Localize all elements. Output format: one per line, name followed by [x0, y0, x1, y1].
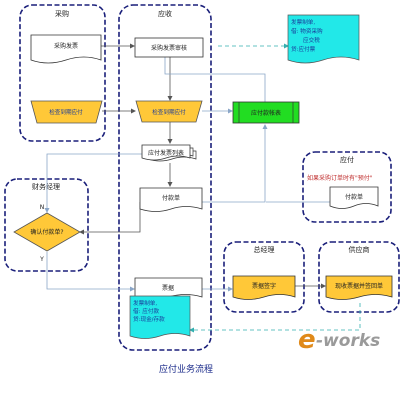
- node-receipt-label: 票据: [162, 284, 174, 292]
- arrowhead: [167, 96, 173, 101]
- arrow-list-to-confirm: [46, 153, 145, 212]
- note-top-right-line-3: 应交税: [303, 36, 320, 44]
- node-payable-slip-label: 付款单: [345, 193, 363, 201]
- payable-notice-line-1: 如果采购订单时有"预付": [307, 174, 373, 182]
- arrow-slip-to-confirm: [80, 202, 141, 233]
- note-top-right-line-2: 借: 物资采购: [291, 27, 323, 35]
- node-payable-slip[interactable]: 付款单: [329, 186, 379, 209]
- node-signature[interactable]: 票据签字: [232, 275, 296, 300]
- arrowhead: [44, 208, 50, 213]
- connectors: [44, 43, 361, 333]
- node-supplier-cash-label: 现收票据并签回单: [335, 282, 383, 290]
- node-check-due-label: 检查到期应付: [49, 108, 83, 116]
- arrowhead: [130, 286, 135, 292]
- note-bottom-left-line-1: 发票制单,: [133, 299, 157, 307]
- arrowhead: [189, 327, 194, 333]
- note-top-right: 发票制单, 借: 物资采购 应交税 贷:应付票: [287, 14, 360, 64]
- note-bottom-left-line-2: 借: 应付款: [133, 307, 159, 315]
- node-payable-aging[interactable]: 应付款帐表: [232, 101, 300, 124]
- node-signature-label: 票据签字: [252, 282, 276, 290]
- arrow-confirm-to-receipt: [46, 252, 134, 290]
- arrow-slip-to-aging: [202, 125, 266, 203]
- node-payment-slip-label: 付款单: [162, 194, 180, 202]
- dashed-supplier-to-note: [190, 303, 361, 331]
- lane-title-payable: 应付: [340, 155, 354, 164]
- arrowhead: [321, 283, 326, 289]
- arrowhead: [131, 108, 136, 114]
- lane-title-supplier: 供应商: [349, 245, 370, 254]
- arrowhead: [262, 124, 268, 129]
- lane-title-receivable: 应收: [158, 9, 172, 18]
- node-payable-invoice-list-label: 应付发票列表: [148, 149, 184, 157]
- node-check-due-payable[interactable]: 检查到期应付: [135, 100, 203, 123]
- note-bottom-left: 发票制单, 借: 应付款 贷:现金/存款: [129, 295, 191, 339]
- eworks-logo: e -works: [298, 325, 380, 355]
- lane-title-purchase: 采购: [55, 9, 69, 18]
- arrowhead: [284, 43, 289, 49]
- arrowhead: [167, 182, 173, 187]
- node-check-due[interactable]: 检查到期应付: [30, 100, 103, 124]
- note-top-right-line-4: 贷:应付票: [291, 45, 316, 53]
- arrowhead: [130, 43, 135, 49]
- arrowhead: [228, 286, 233, 292]
- node-check-due-payable-label: 检查到期应付: [152, 108, 186, 116]
- node-purchase-invoice-label: 采购发票: [54, 42, 78, 50]
- eworks-logo-e: e: [298, 325, 316, 355]
- note-top-right-line-1: 发票制单,: [291, 18, 315, 26]
- note-bottom-left-line-3: 贷:现金/存款: [133, 315, 165, 323]
- payable-notice: 如果采购订单时有"预付": [307, 174, 373, 182]
- arrowhead: [228, 108, 233, 114]
- eworks-logo-text: -works: [316, 331, 380, 351]
- node-purchase-invoice[interactable]: 采购发票: [30, 34, 102, 64]
- lane-title-general-manager: 总经理: [254, 245, 275, 254]
- node-purchase-invoice-review-label: 采购发票审核: [151, 44, 187, 52]
- node-payable-invoice-list[interactable]: 应付发票列表: [141, 144, 197, 162]
- label-yes: Y: [39, 256, 44, 263]
- node-payment-slip[interactable]: 付款单: [139, 187, 203, 212]
- arrowhead: [167, 139, 173, 144]
- label-no: N: [40, 204, 45, 211]
- arrowhead: [79, 229, 84, 235]
- lane-title-finance-manager: 财务经理: [32, 182, 60, 191]
- node-confirm-payment-label: 确认付款单?: [30, 228, 63, 236]
- arrow-review-to-aging: [164, 57, 266, 108]
- node-confirm-payment[interactable]: 确认付款单?: [13, 212, 81, 252]
- lane-receivable: 应收: [118, 4, 212, 351]
- node-supplier-cash[interactable]: 现收票据并签回单: [325, 275, 393, 300]
- node-purchase-invoice-review[interactable]: 采购发票审核: [134, 37, 204, 58]
- node-payable-aging-label: 应付款帐表: [251, 109, 281, 117]
- diagram-caption: 应付业务流程: [159, 363, 213, 375]
